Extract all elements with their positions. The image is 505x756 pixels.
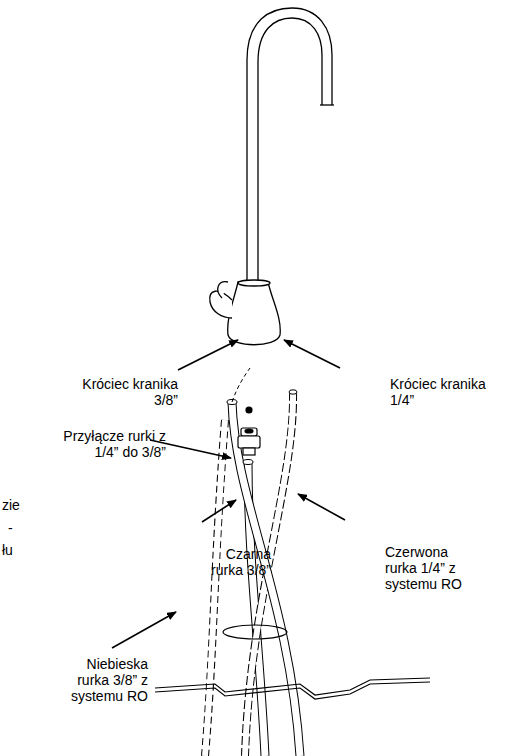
part-label: Niebieska rurka 3/8” z systemu RO (52, 656, 148, 704)
faucet-spout (247, 8, 334, 285)
part-label: Przyłącze rurki z 1/4” do 3/8” (52, 428, 166, 460)
part-label: Króciec kranika 1/4” (390, 376, 502, 408)
tube-ties (155, 625, 430, 699)
part-label: Króciec kranika 3/8” (70, 376, 178, 408)
part-label: - (8, 520, 28, 536)
part-label: Czarna rurka 3/8” (195, 546, 271, 578)
part-label: łu (2, 542, 32, 558)
part-label: zie (2, 497, 32, 513)
tube-fitting (238, 407, 260, 455)
part-label: Czerwona rurka 1/4” z systemu RO (385, 544, 469, 592)
faucet-body (210, 280, 281, 345)
